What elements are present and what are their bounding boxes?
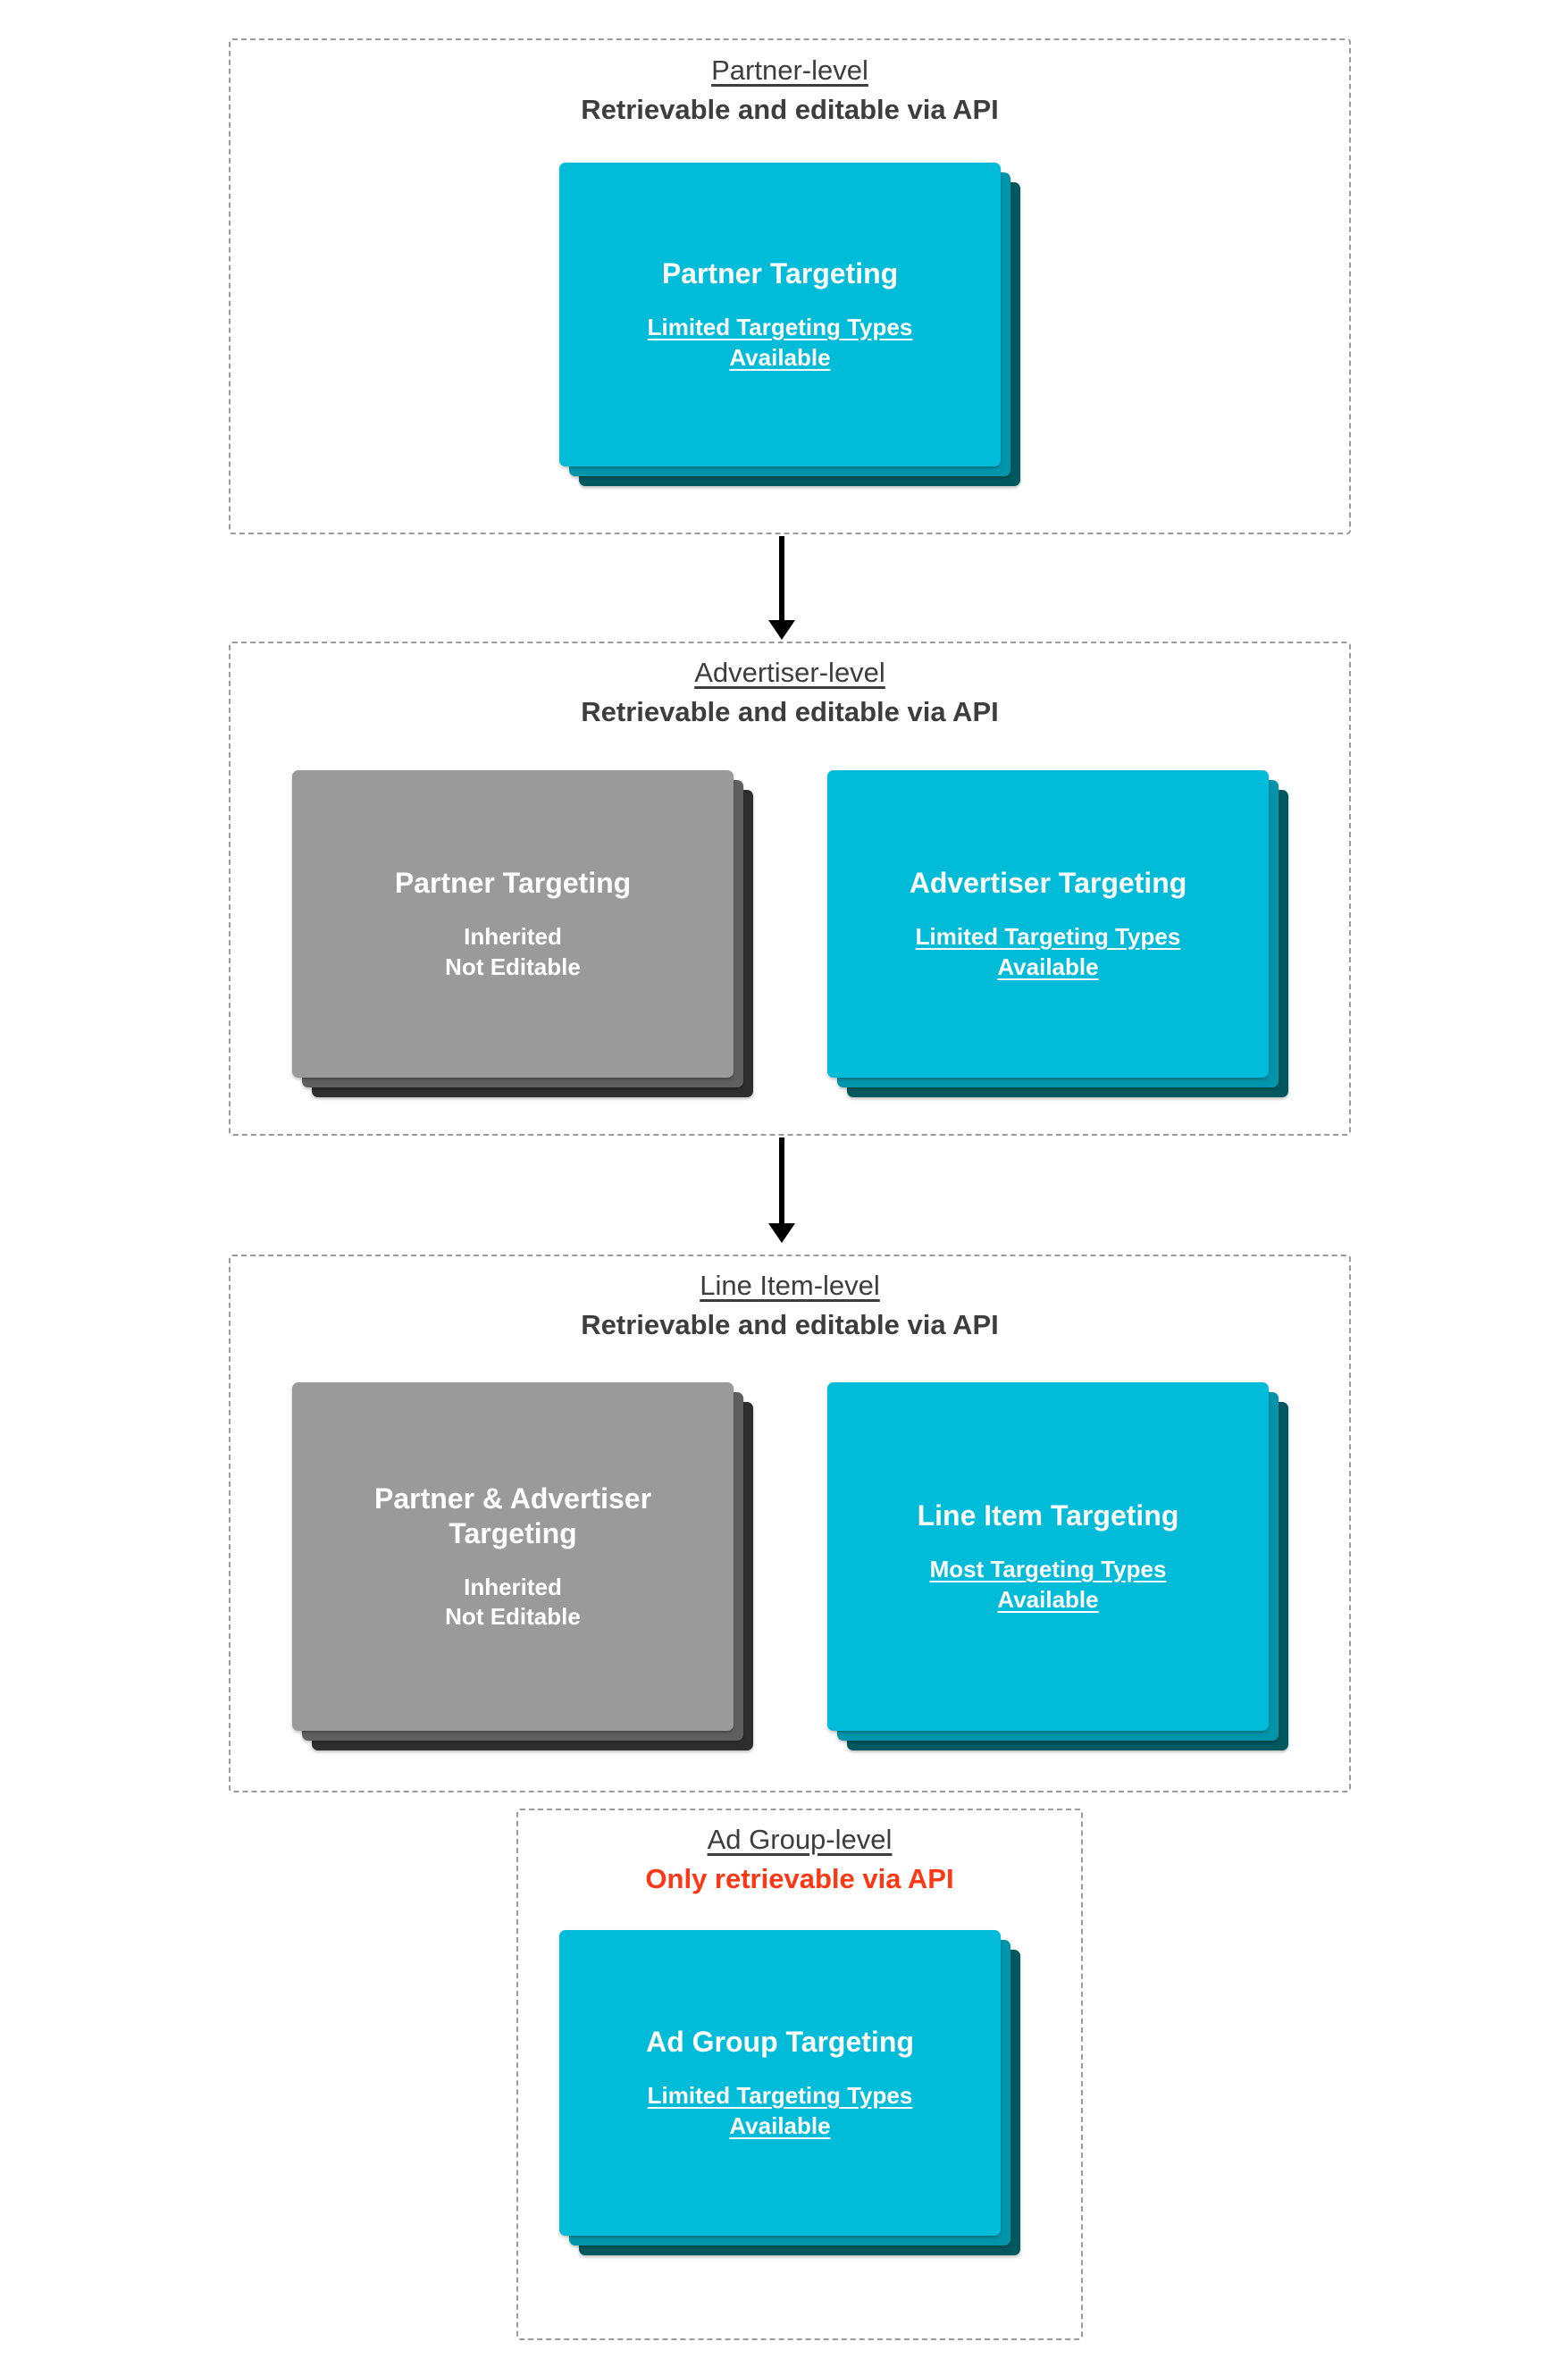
card-subtext-line2: Not Editable	[445, 1603, 581, 1631]
card-subtext-line1: Limited Targeting Types	[647, 314, 913, 341]
card-subtext: Inherited Not Editable	[445, 1573, 581, 1633]
connector-arrow-advertiser-to-line-item	[764, 1137, 800, 1243]
connector-arrow-partner-to-advertiser	[764, 536, 800, 640]
card-subtext-line2: Available	[997, 1585, 1099, 1613]
card-layer-front: Ad Group Targeting Limited Targeting Typ…	[559, 1930, 1001, 2236]
level-subtitle-partner: Retrievable and editable via API	[581, 93, 999, 125]
card-body-partner-targeting-inherited: Partner Targeting Inherited Not Editable	[292, 770, 734, 1078]
card-body-partner-advertiser-targeting-inherited: Partner & Advertiser Targeting Inherited…	[292, 1382, 734, 1731]
level-heading-ad-group: Ad Group-level Only retrievable via API	[518, 1823, 1081, 1897]
level-box-line-item: Line Item-level Retrievable and editable…	[229, 1255, 1351, 1792]
card-stack-line-item-targeting[interactable]: Line Item Targeting Most Targeting Types…	[827, 1382, 1288, 1750]
level-box-advertiser: Advertiser-level Retrievable and editabl…	[229, 642, 1351, 1136]
card-stack-ad-group-targeting[interactable]: Ad Group Targeting Limited Targeting Typ…	[559, 1930, 1020, 2255]
level-title-ad-group: Ad Group-level	[707, 1824, 893, 1855]
card-subtext: Limited Targeting Types Available	[648, 2081, 913, 2141]
card-subtext-line1: Inherited	[464, 923, 562, 951]
card-title: Partner & Advertiser Targeting	[373, 1481, 652, 1549]
level-subtitle-advertiser: Retrievable and editable via API	[581, 695, 999, 727]
card-body-partner-targeting: Partner Targeting Limited Targeting Type…	[559, 163, 1001, 466]
card-title: Partner Targeting	[661, 257, 899, 290]
card-layer-front: Partner Targeting Limited Targeting Type…	[559, 163, 1001, 466]
level-box-ad-group: Ad Group-level Only retrievable via API	[516, 1809, 1083, 2340]
card-subtext-line1: Most Targeting Types	[929, 1556, 1167, 1583]
card-subtext-line1: Inherited	[464, 1573, 562, 1600]
card-subtext: Limited Targeting Types Available	[916, 922, 1181, 982]
level-subtitle-line-item: Retrievable and editable via API	[581, 1308, 999, 1340]
arrow-shaft	[779, 1137, 784, 1225]
card-subtext: Limited Targeting Types Available	[648, 313, 913, 373]
card-stack-partner-targeting[interactable]: Partner Targeting Limited Targeting Type…	[559, 163, 1020, 486]
level-subtitle-ad-group: Only retrievable via API	[645, 1862, 954, 1894]
card-subtext-line2: Not Editable	[445, 953, 581, 980]
card-layer-front: Partner Targeting Inherited Not Editable	[292, 770, 734, 1078]
level-heading-line-item: Line Item-level Retrievable and editable…	[231, 1269, 1349, 1343]
level-heading-partner: Partner-level Retrievable and editable v…	[231, 54, 1349, 128]
card-layer-front: Advertiser Targeting Limited Targeting T…	[827, 770, 1269, 1078]
card-body-line-item-targeting: Line Item Targeting Most Targeting Types…	[827, 1382, 1269, 1731]
level-title-advertiser: Advertiser-level	[694, 657, 885, 688]
card-stack-advertiser-targeting[interactable]: Advertiser Targeting Limited Targeting T…	[827, 770, 1288, 1097]
card-layer-front: Line Item Targeting Most Targeting Types…	[827, 1382, 1269, 1731]
card-title: Ad Group Targeting	[646, 2026, 914, 2059]
card-subtext-line2: Available	[997, 953, 1099, 980]
card-body-ad-group-targeting: Ad Group Targeting Limited Targeting Typ…	[559, 1930, 1001, 2236]
card-stack-partner-advertiser-targeting-inherited[interactable]: Partner & Advertiser Targeting Inherited…	[292, 1382, 753, 1750]
level-title-line-item: Line Item-level	[700, 1270, 880, 1301]
card-subtext: Most Targeting Types Available	[930, 1555, 1167, 1615]
level-box-partner: Partner-level Retrievable and editable v…	[229, 38, 1351, 534]
card-title: Advertiser Targeting	[909, 867, 1187, 900]
card-stack-partner-targeting-inherited[interactable]: Partner Targeting Inherited Not Editable	[292, 770, 753, 1097]
card-subtext-line1: Limited Targeting Types	[647, 2082, 913, 2110]
card-subtext-line2: Available	[729, 343, 831, 371]
card-title: Line Item Targeting	[917, 1499, 1179, 1532]
level-heading-advertiser: Advertiser-level Retrievable and editabl…	[231, 656, 1349, 730]
arrow-shaft	[779, 536, 784, 622]
card-subtext-line1: Limited Targeting Types	[915, 923, 1181, 951]
arrow-head-icon	[768, 1223, 795, 1243]
card-title: Partner Targeting	[394, 867, 632, 900]
card-subtext: Inherited Not Editable	[445, 922, 581, 982]
card-layer-front: Partner & Advertiser Targeting Inherited…	[292, 1382, 734, 1731]
arrow-head-icon	[768, 620, 795, 640]
level-title-partner: Partner-level	[711, 55, 868, 86]
card-body-advertiser-targeting: Advertiser Targeting Limited Targeting T…	[827, 770, 1269, 1078]
card-subtext-line2: Available	[729, 2111, 831, 2139]
